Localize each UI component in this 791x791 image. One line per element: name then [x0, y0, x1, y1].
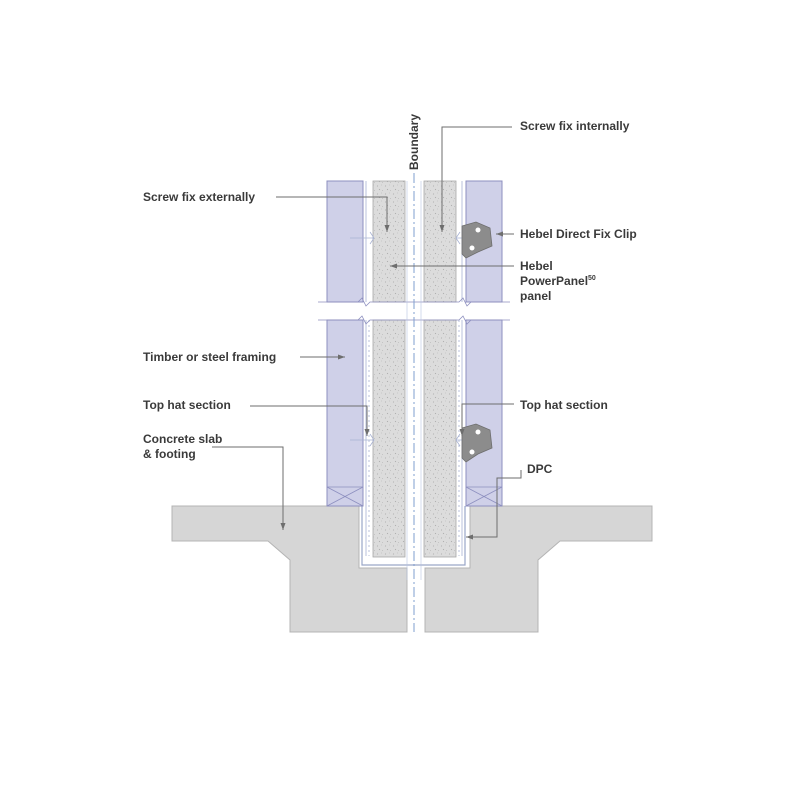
label-screw-fix-externally: Screw fix externally — [143, 190, 256, 204]
label-top-hat-right: Top hat section — [520, 398, 608, 412]
screw-external-upper — [350, 231, 375, 245]
leader-screw-internal — [439, 126, 512, 232]
leader-dpc — [466, 470, 522, 540]
leader-top-hat-left — [250, 405, 370, 436]
leader-top-hat-right — [459, 403, 514, 436]
label-panel: Hebel PowerPanel50 panel — [520, 259, 596, 304]
framing-left-upper — [326, 180, 364, 303]
framing-right-lower — [465, 319, 503, 507]
leader-screw-external — [276, 196, 390, 232]
top-hat-section-left — [365, 181, 370, 556]
screw-external-lower — [350, 433, 375, 447]
bottom-plate-right — [465, 486, 503, 507]
label-panel-name: PowerPanel — [520, 274, 589, 288]
panel-left-upper — [372, 180, 406, 303]
label-panel-line3: panel — [520, 289, 552, 303]
framing-left-lower — [326, 319, 364, 507]
direct-fix-clip-icon-upper — [461, 221, 493, 259]
leader-concrete-slab — [212, 446, 286, 530]
direct-fix-clip-icon-lower — [461, 423, 493, 463]
concrete-slab-right — [424, 505, 653, 633]
label-panel-line1: Hebel — [520, 259, 553, 273]
label-top-hat-left: Top hat section — [143, 398, 231, 412]
bottom-plate-left — [326, 486, 364, 507]
label-panel-superscript: 50 — [588, 275, 596, 282]
label-direct-fix-clip: Hebel Direct Fix Clip — [520, 227, 637, 241]
label-panel-line2: PowerPanel50 — [520, 274, 596, 289]
label-concrete-slab-line1: Concrete slab — [143, 432, 223, 446]
panel-left-lower — [372, 319, 406, 558]
boundary-label: Boundary — [407, 113, 421, 171]
panel-right-upper — [423, 180, 457, 303]
top-hat-section-right — [458, 181, 463, 556]
panel-right-lower — [423, 319, 457, 558]
label-dpc: DPC — [527, 462, 553, 476]
label-concrete-slab-line2: & footing — [143, 447, 196, 461]
label-framing: Timber or steel framing — [143, 350, 277, 364]
concrete-slab-left — [171, 505, 408, 633]
label-concrete-slab: Concrete slab & footing — [143, 432, 222, 462]
label-screw-fix-internally: Screw fix internally — [520, 119, 630, 133]
